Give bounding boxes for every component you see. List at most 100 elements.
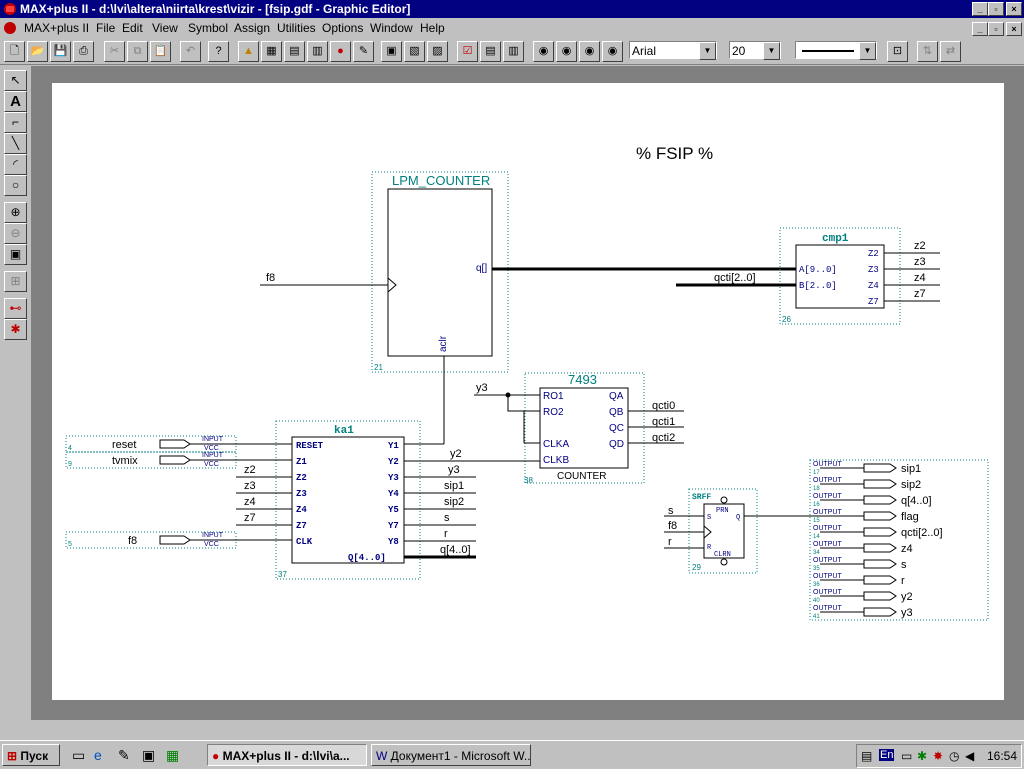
task-maxplus[interactable]: ● MAX+plus II - d:\lvi\a... — [207, 744, 367, 766]
copy-icon[interactable]: ⧉ — [127, 41, 148, 62]
zoom-in-icon[interactable]: ⊕ — [4, 202, 27, 223]
tray-bug-icon[interactable]: ✱ — [917, 749, 928, 763]
input-f8[interactable]: f8 INPUT VCC 5 — [65, 531, 292, 549]
close-button[interactable]: × — [1006, 2, 1022, 16]
quicklaunch-ie-icon[interactable]: e — [94, 747, 102, 763]
srff-port-q: Q — [736, 514, 740, 522]
menu-help[interactable]: Help — [420, 21, 445, 35]
timing-icon[interactable]: ▣ — [381, 41, 402, 62]
menu-symbol[interactable]: Symbol — [188, 21, 229, 35]
tray-volume-icon[interactable]: ◀ — [965, 749, 975, 763]
ka1-id: 37 — [278, 570, 287, 579]
ka1-block[interactable]: ka1 RESET Z1 Z2 Z3 Z4 Z7 CLK Y1 Y2 Y3 Y4… — [275, 420, 421, 580]
quicklaunch-app-icon[interactable]: ▦ — [166, 747, 180, 763]
cut-icon[interactable]: ✂ — [104, 41, 125, 62]
menu-maxplus[interactable]: MAX+plus II — [24, 21, 90, 35]
cmp1-block[interactable]: cmp1 A[9..0] B[2..0] Z2 Z3 Z4 Z7 26 — [779, 227, 901, 325]
programmer-icon[interactable]: ▨ — [427, 41, 448, 62]
new-file-icon[interactable]: 🗋 — [4, 41, 25, 62]
menu-file[interactable]: File — [96, 21, 116, 35]
restore-button[interactable]: ▫ — [988, 2, 1004, 16]
font-select[interactable]: Arial ▼ — [629, 41, 717, 60]
floppy-icon[interactable]: ▤ — [480, 41, 501, 62]
arc-icon[interactable]: ◜ — [4, 154, 27, 175]
orthogonal-line-icon[interactable]: ⌐ — [4, 112, 27, 133]
hierarchy-icon[interactable]: ▲ — [238, 41, 259, 62]
menu-utilities[interactable]: Utilities — [277, 21, 316, 35]
input-reset[interactable]: reset INPUT VCC 4 — [65, 435, 292, 453]
project-save-icon[interactable]: ▥ — [307, 41, 328, 62]
open-project-icon[interactable]: ▤ — [284, 41, 305, 62]
maxplus-app-icon[interactable] — [3, 2, 17, 16]
flip-h-icon[interactable]: ⇅ — [917, 41, 938, 62]
size-select[interactable]: 20 ▼ — [729, 41, 781, 60]
diagonal-line-icon[interactable]: ╲ — [4, 133, 27, 154]
doc-minimize-button[interactable]: _ — [972, 22, 988, 36]
context-help-icon[interactable]: ? — [208, 41, 229, 62]
print-icon[interactable]: ⎙ — [73, 41, 94, 62]
zoom-out-icon[interactable]: ⊖ — [4, 223, 27, 244]
flip-v-icon[interactable]: ⇄ — [940, 41, 961, 62]
connect-dots-icon[interactable]: ⊷ — [4, 298, 27, 319]
floppy2-icon[interactable]: ▥ — [503, 41, 524, 62]
menu-view[interactable]: View — [152, 21, 178, 35]
undo-icon[interactable]: ↶ — [180, 41, 201, 62]
floorplan-icon[interactable]: ▦ — [261, 41, 282, 62]
doc-restore-button[interactable]: ▫ — [988, 22, 1004, 36]
save-icon[interactable]: 💾 — [50, 41, 71, 62]
quicklaunch-desktop-icon[interactable]: ▭ — [72, 747, 86, 763]
chevron-down-icon[interactable]: ▼ — [859, 42, 876, 60]
menu-assign[interactable]: Assign — [234, 21, 271, 35]
chevron-down-icon[interactable]: ▼ — [699, 42, 716, 60]
chevron-down-icon[interactable]: ▼ — [763, 42, 780, 60]
task-word[interactable]: W Документ1 - Microsoft W... — [371, 744, 531, 766]
tray-clock-icon[interactable]: ◷ — [949, 749, 960, 763]
minimize-button[interactable]: _ — [972, 2, 988, 16]
input-tvmix[interactable]: tvmix INPUT VCC 9 — [65, 451, 292, 469]
fit-icon[interactable]: ⊡ — [887, 41, 908, 62]
start-button[interactable]: ⊞ Пуск — [2, 744, 60, 766]
tray-lang-icon[interactable]: En — [879, 749, 895, 761]
quicklaunch-note-icon[interactable]: ✎ — [118, 747, 130, 763]
tray-monitor-icon[interactable]: ▭ — [901, 749, 913, 763]
tray-star-icon[interactable]: ✸ — [933, 749, 944, 763]
document-icon[interactable] — [3, 21, 17, 35]
circle-icon[interactable]: ○ — [4, 175, 27, 196]
rubberband-icon[interactable]: ⊞ — [4, 271, 27, 292]
schematic-canvas[interactable]: % FSIP % LPM_COUNTER q[] aclr 21 f8 cmp1… — [52, 83, 1004, 700]
quicklaunch-terminal-icon[interactable]: ▣ — [142, 747, 156, 763]
line-style-select[interactable]: ▼ — [795, 41, 877, 60]
menu-options[interactable]: Options — [322, 21, 364, 35]
fit-page-icon[interactable]: ▣ — [4, 244, 27, 265]
open-folder-icon[interactable]: 📂 — [27, 41, 48, 62]
srff-block[interactable]: SRFF PRN S Q R CLRN 29 — [688, 488, 758, 574]
doc-close-button[interactable]: × — [1006, 22, 1022, 36]
cross-icon[interactable]: ✱ — [4, 319, 27, 340]
compile-icon[interactable]: ✎ — [353, 41, 374, 62]
save-check-icon[interactable]: ● — [330, 41, 351, 62]
simulate-icon[interactable]: ▧ — [404, 41, 425, 62]
lpm-counter-block[interactable]: LPM_COUNTER q[] aclr 21 — [371, 171, 509, 373]
menu-window[interactable]: Window — [370, 21, 413, 35]
eye-d-icon[interactable]: ◉ — [602, 41, 623, 62]
paste-icon[interactable]: 📋 — [150, 41, 171, 62]
eye-icon[interactable]: ◉ — [533, 41, 554, 62]
text-tool-icon[interactable]: A — [4, 91, 27, 112]
select-arrow-icon[interactable]: ↖ — [4, 70, 27, 91]
menu-edit[interactable]: Edit — [122, 21, 143, 35]
counter-7493-block[interactable]: 7493 RO1 RO2 CLKA CLKB QA QB QC QD COUNT… — [524, 372, 645, 485]
eye-b-icon[interactable]: ◉ — [556, 41, 577, 62]
tray-network-icon[interactable]: ▤ — [861, 749, 873, 763]
eye-c-icon[interactable]: ◉ — [579, 41, 600, 62]
check-icon[interactable]: ☑ — [457, 41, 478, 62]
